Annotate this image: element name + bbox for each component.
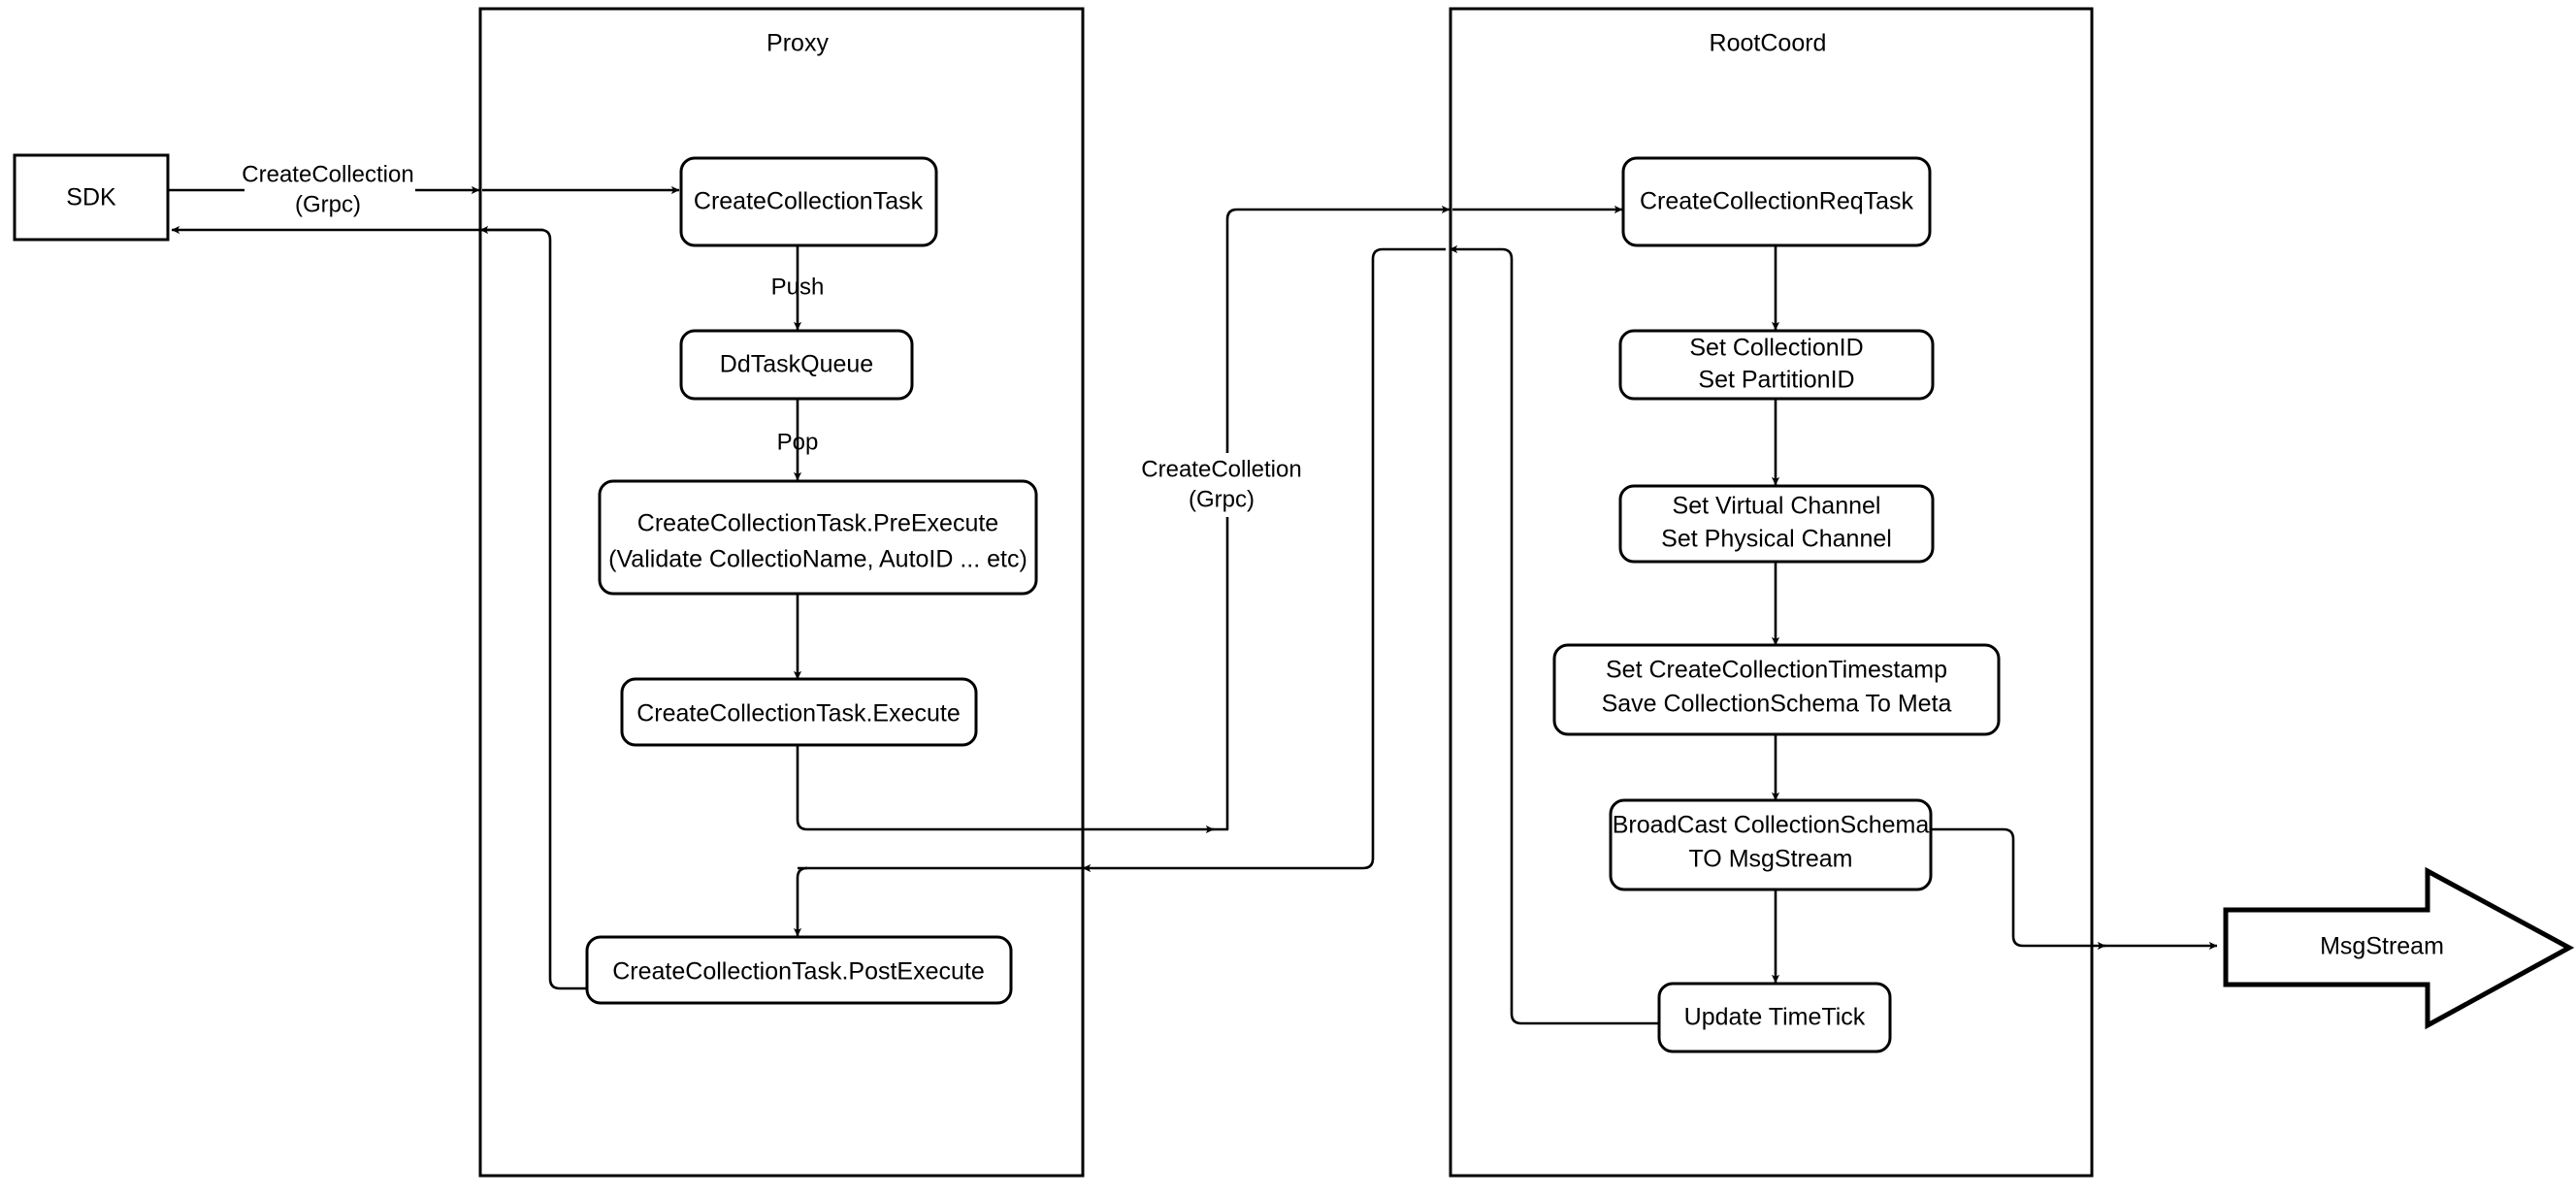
broadcast-box[interactable] [1609, 798, 1933, 891]
set-timestamp-label-line2: Save CollectionSchema To Meta [1602, 691, 1952, 718]
container-proxy: Proxy [478, 7, 1085, 1178]
execute-box[interactable] [620, 677, 978, 747]
msgstream-label: MsgStream [2320, 933, 2444, 960]
execute-label: CreateCollectionTask.Execute [636, 700, 961, 728]
set-channels-box[interactable] [1618, 484, 1935, 564]
edge-broadcast-to-msgstream-riser [1931, 827, 2106, 951]
node-dd-task-queue[interactable]: DdTaskQueue [679, 329, 914, 401]
rootcoord-container-label: RootCoord [1710, 30, 1827, 57]
sdk-to-proxy-label-line2: (Grpc) [295, 191, 361, 217]
node-create-collection-req-task[interactable]: CreateCollectionReqTask [1621, 156, 1932, 247]
edge-rootcoord-to-proxy-horizontal [798, 247, 1446, 870]
set-channels-label-line2: Set Physical Channel [1661, 526, 1892, 553]
dd-task-queue-box[interactable] [679, 329, 914, 401]
node-sdk[interactable]: SDK [13, 153, 170, 242]
pre-execute-box[interactable] [598, 479, 1038, 596]
proxy-container-border [478, 7, 1085, 1178]
sdk-label-backing [245, 158, 415, 193]
edge-label-pop: Pop [777, 429, 819, 455]
update-timetick-box[interactable] [1657, 982, 1892, 1053]
node-post-execute[interactable]: CreateCollectionTask.PostExecute [585, 935, 1013, 1005]
edge-execute-to-rootcoord-riser [796, 745, 1215, 834]
node-pre-execute[interactable]: CreateCollectionTask.PreExecute (Validat… [598, 479, 1038, 596]
set-channels-label-line1: Set Virtual Channel [1673, 493, 1881, 520]
edge-label-push: Push [771, 274, 825, 300]
sdk-to-proxy-label-line1-top: CreateCollection [242, 161, 413, 187]
create-collection-req-task-label: CreateCollectionReqTask [1640, 188, 1914, 215]
create-collection-task-box[interactable] [679, 156, 938, 247]
node-msgstream[interactable]: MsgStream [2223, 866, 2575, 1030]
pre-execute-label-line1: CreateCollectionTask.PreExecute [637, 510, 998, 537]
sdk-label: SDK [66, 184, 116, 211]
node-set-ids[interactable]: Set CollectionID Set PartitionID [1618, 329, 1935, 401]
msgstream-arrow-shape[interactable] [2223, 866, 2575, 1030]
node-update-timetick[interactable]: Update TimeTick [1657, 982, 1892, 1053]
post-execute-label: CreateCollectionTask.PostExecute [612, 958, 985, 986]
node-broadcast[interactable]: BroadCast CollectionSchema TO MsgStream [1609, 798, 1933, 891]
edge-proxy-to-rootcoord [1210, 205, 1451, 831]
set-timestamp-box[interactable] [1552, 643, 2001, 736]
broadcast-label-line2: TO MsgStream [1688, 846, 1852, 873]
create-collection-task-label: CreateCollectionTask [694, 188, 924, 215]
node-execute[interactable]: CreateCollectionTask.Execute [620, 677, 978, 747]
create-collection-req-task-box[interactable] [1621, 156, 1932, 247]
proxy-to-rootcoord-label-line1-top: CreateColletion [1141, 456, 1301, 482]
proxy-container-label: Proxy [766, 30, 829, 57]
grpc-label-backing [1141, 453, 1302, 517]
container-rootcoord: RootCoord [1449, 7, 2094, 1178]
node-set-channels[interactable]: Set Virtual Channel Set Physical Channel [1618, 484, 1935, 564]
push-label: Push [771, 274, 825, 300]
set-ids-label-line2: Set PartitionID [1698, 367, 1854, 394]
edge-postexecute-to-sdk [171, 225, 589, 990]
set-ids-box[interactable] [1618, 329, 1935, 401]
edge-to-postexecute [793, 866, 808, 937]
update-timetick-label: Update TimeTick [1684, 1004, 1866, 1031]
rootcoord-container-border [1449, 7, 2094, 1178]
sdk-box[interactable] [13, 153, 170, 242]
node-create-collection-task[interactable]: CreateCollectionTask [679, 156, 938, 247]
proxy-to-rootcoord-label-line2-top: (Grpc) [1189, 486, 1255, 512]
pre-execute-label-line2: (Validate CollectioName, AutoID ... etc) [608, 546, 1027, 573]
post-execute-box[interactable] [585, 935, 1013, 1005]
set-ids-label-line1: Set CollectionID [1689, 335, 1863, 362]
edge-rootcoord-return-riser [1449, 244, 1659, 1025]
broadcast-label-line1: BroadCast CollectionSchema [1613, 812, 1930, 839]
pop-label: Pop [777, 429, 819, 455]
dd-task-queue-label: DdTaskQueue [720, 351, 873, 378]
node-set-timestamp[interactable]: Set CreateCollectionTimestamp Save Colle… [1552, 643, 2001, 736]
set-timestamp-label-line1: Set CreateCollectionTimestamp [1606, 657, 1947, 684]
